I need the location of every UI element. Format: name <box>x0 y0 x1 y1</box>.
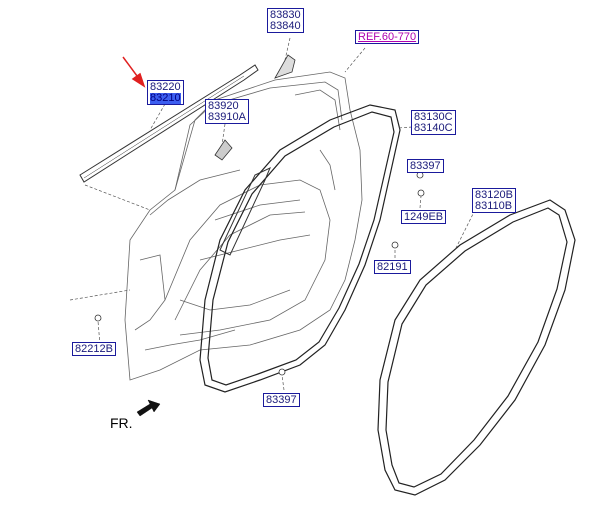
part-number-83920: 83920 <box>208 100 239 112</box>
label-83397-top[interactable]: 83397 <box>407 159 444 173</box>
door-weatherstrip <box>199 104 401 393</box>
delta-cover <box>274 54 296 79</box>
ref-link[interactable]: REF.60-770 <box>355 30 420 44</box>
part-number-83120b: 83120B <box>475 189 513 201</box>
part-number-1249eb: 1249EB <box>404 211 444 223</box>
leader-lines <box>69 37 476 391</box>
door-frame <box>124 71 363 381</box>
label-83120b-83110b[interactable]: 83120B 83110B <box>472 188 516 213</box>
label-83920-83910a[interactable]: 83920 83910A <box>205 99 249 124</box>
front-arrow-icon <box>136 399 161 417</box>
part-number-83910a: 83910A <box>208 111 246 123</box>
red-arrow <box>122 56 146 88</box>
label-82212b[interactable]: 82212B <box>72 342 116 356</box>
part-number-82212b: 82212B <box>75 343 113 355</box>
label-1249eb[interactable]: 1249EB <box>401 210 447 224</box>
part-number-83397-top: 83397 <box>410 160 441 172</box>
part-number-83830: 83830 <box>270 9 301 21</box>
label-83220-83210[interactable]: 83220 83210 <box>147 80 184 105</box>
part-number-83110b: 83110B <box>475 200 513 212</box>
part-number-83140c: 83140C <box>414 122 453 134</box>
corner-piece <box>214 139 233 161</box>
part-number-83220: 83220 <box>150 81 181 93</box>
label-83397-bottom[interactable]: 83397 <box>263 393 300 407</box>
label-83130c-83140c[interactable]: 83130C 83140C <box>411 110 456 135</box>
front-direction-label: FR. <box>110 415 133 431</box>
part-number-83130c: 83130C <box>414 111 453 123</box>
belt-moulding <box>79 64 259 183</box>
part-number-82191: 82191 <box>377 261 408 273</box>
label-83830-83840[interactable]: 83830 83840 <box>267 8 304 33</box>
part-number-83397-bottom: 83397 <box>266 394 297 406</box>
part-number-83840: 83840 <box>270 20 301 32</box>
label-82191[interactable]: 82191 <box>374 260 411 274</box>
fasteners <box>94 171 425 376</box>
part-number-83210: 83210 <box>150 92 181 104</box>
body-weatherstrip <box>377 199 576 496</box>
